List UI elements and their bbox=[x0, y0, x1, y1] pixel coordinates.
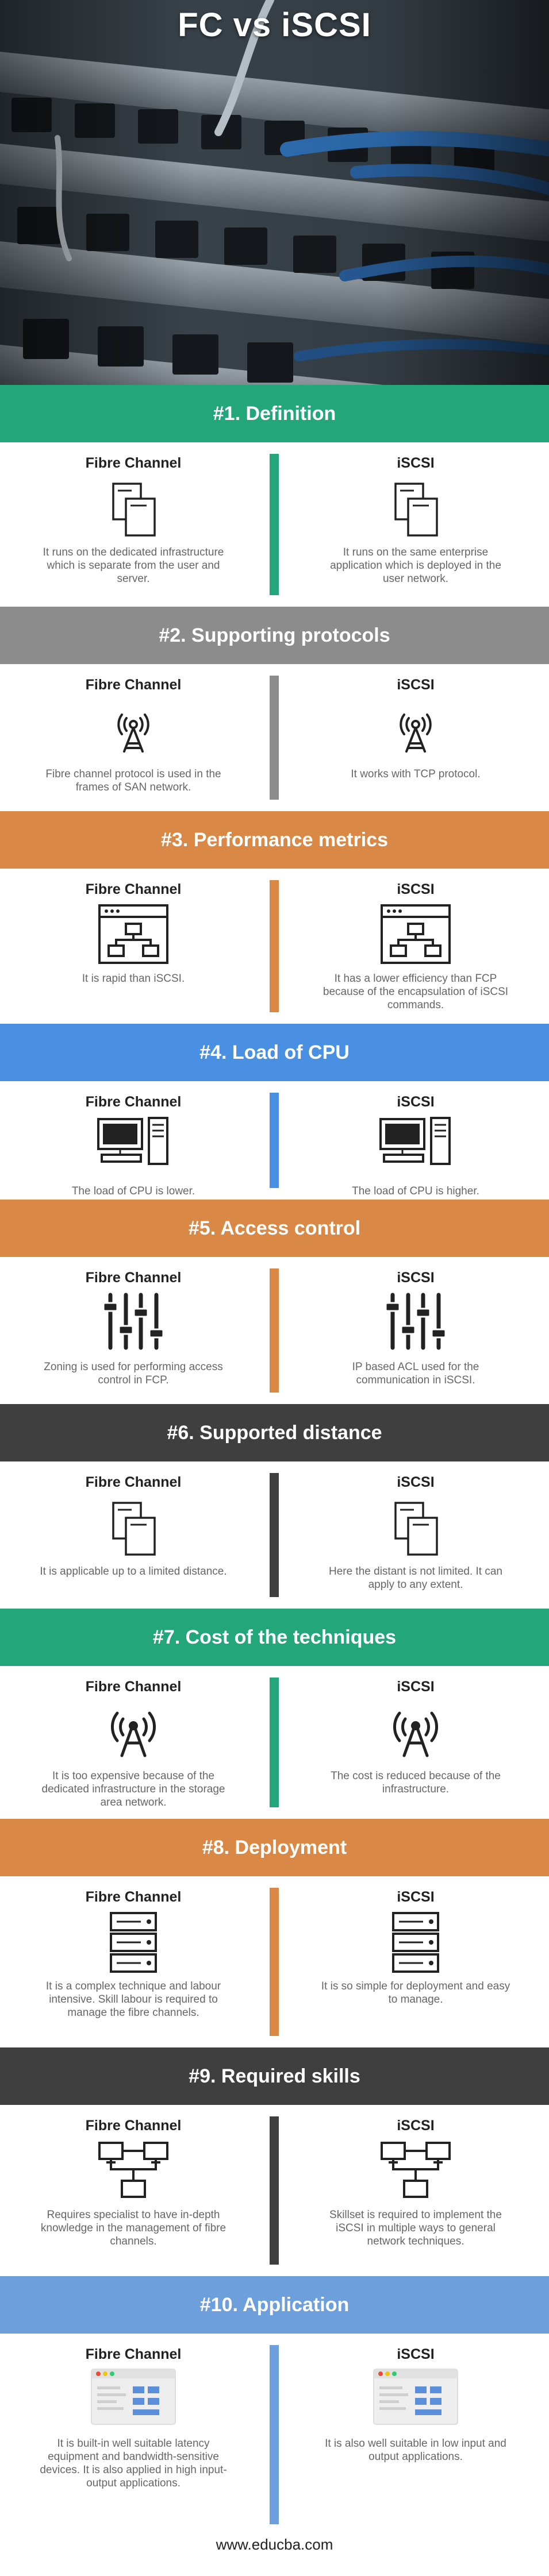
right-column-description: It works with TCP protocol. bbox=[351, 768, 481, 780]
sitemap-window-icon bbox=[97, 903, 170, 969]
column-divider bbox=[270, 2345, 279, 2524]
right-column-title: iSCSI bbox=[397, 1889, 435, 1905]
section-header: #2. Supporting protocols bbox=[0, 607, 549, 664]
documents-icon bbox=[384, 477, 447, 543]
right-column-title: iSCSI bbox=[397, 881, 435, 897]
left-column-title: Fibre Channel bbox=[85, 1679, 182, 1695]
left-column-title: Fibre Channel bbox=[85, 1474, 182, 1490]
section-header: #8. Deployment bbox=[0, 1819, 549, 1876]
right-column-description: IP based ACL used for the communication … bbox=[352, 1361, 479, 1386]
documents-icon bbox=[384, 1496, 447, 1562]
left-column-description: Fibre channel protocol is used in the fr… bbox=[45, 768, 221, 793]
left-column-description: It is applicable up to a limited distanc… bbox=[40, 1565, 227, 1578]
browser-window-icon bbox=[90, 2368, 176, 2428]
section-header: #1. Definition bbox=[0, 385, 549, 442]
column-divider bbox=[270, 676, 279, 800]
section-header: #9. Required skills bbox=[0, 2047, 549, 2105]
server-rack-icon bbox=[391, 1911, 440, 1977]
sliders-icon bbox=[102, 1291, 165, 1354]
page-title: FC vs iSCSI bbox=[178, 6, 371, 44]
right-column-title: iSCSI bbox=[397, 2346, 435, 2362]
patch-panel-image bbox=[0, 0, 549, 385]
tower-icon bbox=[387, 1700, 444, 1761]
left-column-title: Fibre Channel bbox=[85, 677, 182, 693]
left-column-title: Fibre Channel bbox=[85, 1270, 182, 1286]
section-header: #7. Cost of the techniques bbox=[0, 1609, 549, 1666]
left-column-description: Zoning is used for performing access con… bbox=[44, 1361, 223, 1386]
column-divider bbox=[270, 1268, 279, 1393]
network-icon bbox=[96, 2139, 171, 2205]
right-column-description: The load of CPU is higher. bbox=[352, 1185, 479, 1197]
left-column-description: It is built-in well suitable latency equ… bbox=[40, 2438, 227, 2489]
network-icon bbox=[378, 2139, 453, 2205]
server-rack-icon bbox=[109, 1911, 158, 1977]
antenna-icon bbox=[387, 699, 444, 759]
section-header: #5. Access control bbox=[0, 1200, 549, 1257]
column-divider bbox=[270, 1678, 279, 1807]
left-column-title: Fibre Channel bbox=[85, 2346, 182, 2362]
section-header: #4. Load of CPU bbox=[0, 1024, 549, 1081]
section-header: #3. Performance metrics bbox=[0, 811, 549, 869]
right-column-description: It has a lower efficiency than FCP becau… bbox=[323, 973, 509, 1011]
right-column-description: Here the distant is not limited. It can … bbox=[328, 1565, 503, 1591]
right-column-description: It is so simple for deployment and easy … bbox=[321, 1980, 510, 2006]
right-column-title: iSCSI bbox=[397, 1270, 435, 1286]
right-column-description: The cost is reduced because of the infra… bbox=[331, 1770, 501, 1795]
left-column-title: Fibre Channel bbox=[85, 2118, 182, 2134]
left-column-title: Fibre Channel bbox=[85, 1094, 182, 1110]
antenna-icon bbox=[105, 699, 162, 759]
hero-banner: FC vs iSCSI bbox=[0, 0, 549, 385]
column-divider bbox=[270, 1888, 279, 2036]
right-column-description: Skillset is required to implement the iS… bbox=[329, 2209, 502, 2247]
footer-url: www.educba.com bbox=[216, 2536, 333, 2553]
right-column-title: iSCSI bbox=[397, 1679, 435, 1695]
desktop-computer-icon bbox=[96, 1116, 171, 1170]
left-column-title: Fibre Channel bbox=[85, 455, 182, 471]
section-header: #10. Application bbox=[0, 2276, 549, 2334]
left-column-description: The load of CPU is lower. bbox=[71, 1185, 195, 1197]
right-column-title: iSCSI bbox=[397, 1474, 435, 1490]
left-column-description: It is rapid than iSCSI. bbox=[82, 973, 185, 985]
left-column-title: Fibre Channel bbox=[85, 881, 182, 897]
right-column-description: It runs on the same enterprise applicati… bbox=[330, 546, 501, 585]
left-column-description: It runs on the dedicated infrastructure … bbox=[43, 546, 224, 585]
browser-window-icon bbox=[373, 2368, 459, 2428]
column-divider bbox=[270, 1093, 279, 1188]
left-column-description: It is too expensive because of the dedic… bbox=[41, 1770, 225, 1808]
column-divider bbox=[270, 2116, 279, 2265]
right-column-title: iSCSI bbox=[397, 2118, 435, 2134]
sitemap-window-icon bbox=[379, 903, 452, 969]
right-column-title: iSCSI bbox=[397, 455, 435, 471]
column-divider bbox=[270, 454, 279, 595]
left-column-title: Fibre Channel bbox=[85, 1889, 182, 1905]
documents-icon bbox=[102, 1496, 165, 1562]
section-header: #6. Supported distance bbox=[0, 1404, 549, 1461]
right-column-title: iSCSI bbox=[397, 677, 435, 693]
sliders-icon bbox=[384, 1291, 447, 1354]
tower-icon bbox=[105, 1700, 162, 1761]
column-divider bbox=[270, 1473, 279, 1597]
right-column-description: It is also well suitable in low input an… bbox=[325, 2438, 506, 2463]
column-divider bbox=[270, 880, 279, 1012]
left-column-description: Requires specialist to have in-depth kno… bbox=[40, 2209, 226, 2247]
documents-icon bbox=[102, 477, 165, 543]
right-column-title: iSCSI bbox=[397, 1094, 435, 1110]
left-column-description: It is a complex technique and labour int… bbox=[45, 1980, 221, 2019]
desktop-computer-icon bbox=[378, 1116, 453, 1170]
